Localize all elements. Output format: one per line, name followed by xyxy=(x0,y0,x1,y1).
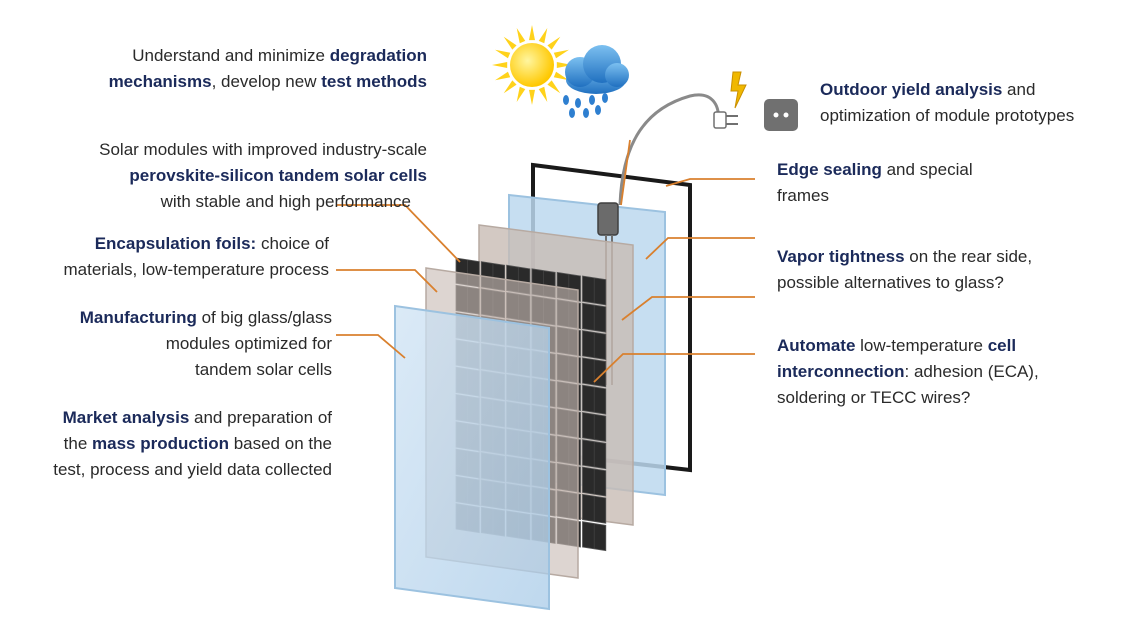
annotation-automate: Automate low-temperature cell interconne… xyxy=(777,333,1039,411)
line: mechanisms, develop new test methods xyxy=(108,72,427,91)
sun-ray xyxy=(553,49,569,59)
leader-lines xyxy=(336,139,755,383)
leader-manufacturing xyxy=(336,334,406,359)
power-cable xyxy=(618,93,720,206)
line: the mass production based on the xyxy=(63,434,332,453)
annotation-outdoor: Outdoor yield analysis and optimization … xyxy=(820,77,1074,129)
sun-ray xyxy=(495,49,511,59)
line: soldering or TECC wires? xyxy=(777,388,971,407)
line: Manufacturing of big glass/glass xyxy=(79,308,332,327)
line: interconnection: adhesion (ECA), xyxy=(777,362,1039,381)
sun-ray xyxy=(516,28,526,44)
sun-ray xyxy=(538,86,548,102)
line: Encapsulation foils: choice of xyxy=(94,234,329,253)
annotation-modules: Solar modules with improved industry-sca… xyxy=(99,137,427,215)
sun-disc xyxy=(510,43,554,87)
power-socket-icon xyxy=(764,99,798,131)
line: with stable and high performance xyxy=(160,192,411,211)
leader-encapsulation xyxy=(336,269,438,293)
leader-modules xyxy=(336,204,461,263)
sun-ray xyxy=(503,36,517,50)
lightning-icon xyxy=(730,71,747,109)
line: frames xyxy=(777,186,829,205)
sun-icon xyxy=(492,25,572,105)
line: optimization of module prototypes xyxy=(820,106,1075,125)
line: Solar modules with improved industry-sca… xyxy=(99,140,427,159)
sun-ray xyxy=(547,36,561,50)
annotation-degradation: Understand and minimize degradation mech… xyxy=(109,43,427,95)
line: Automate low-temperature cell xyxy=(777,336,1017,355)
leader-automate xyxy=(593,353,755,383)
line: materials, low-temperature process xyxy=(63,260,329,279)
power-plug-icon xyxy=(713,111,738,129)
sun-ray xyxy=(538,28,548,44)
sun-ray xyxy=(492,62,508,68)
annotation-vapor: Vapor tightness on the rear side, possib… xyxy=(777,244,1032,296)
sun-ray xyxy=(503,80,517,94)
line: Market analysis and preparation of xyxy=(62,408,332,427)
leader-foil xyxy=(621,296,755,321)
leader-outdoor xyxy=(620,139,631,206)
sun-ray xyxy=(495,71,511,81)
sun-ray xyxy=(556,62,572,68)
line: modules optimized for xyxy=(165,334,332,353)
annotation-manufacturing: Manufacturing of big glass/glass modules… xyxy=(80,305,332,383)
front-glass-layer xyxy=(394,304,550,611)
sun-ray xyxy=(553,71,569,81)
line: Vapor tightness on the rear side, xyxy=(777,247,1033,266)
leader-edge xyxy=(665,178,755,187)
line: Edge sealing and special xyxy=(777,160,973,179)
line: Outdoor yield analysis and xyxy=(820,80,1036,99)
sun-ray xyxy=(529,89,535,105)
sun-ray xyxy=(547,80,561,94)
line: test, process and yield data collected xyxy=(53,460,332,479)
leader-vapor xyxy=(645,237,755,260)
sun-ray xyxy=(529,25,535,41)
sun-ray xyxy=(516,86,526,102)
line: possible alternatives to glass? xyxy=(777,273,1004,292)
line: tandem solar cells xyxy=(194,360,332,379)
annotation-edge: Edge sealing and special frames xyxy=(777,157,973,209)
annotation-encapsulation: Encapsulation foils: choice of materials… xyxy=(64,231,329,283)
annotation-market: Market analysis and preparation of the m… xyxy=(53,405,332,483)
line: perovskite-silicon tandem solar cells xyxy=(129,166,427,185)
rain-cloud-icon xyxy=(563,45,629,118)
line: Understand and minimize degradation xyxy=(132,46,427,65)
